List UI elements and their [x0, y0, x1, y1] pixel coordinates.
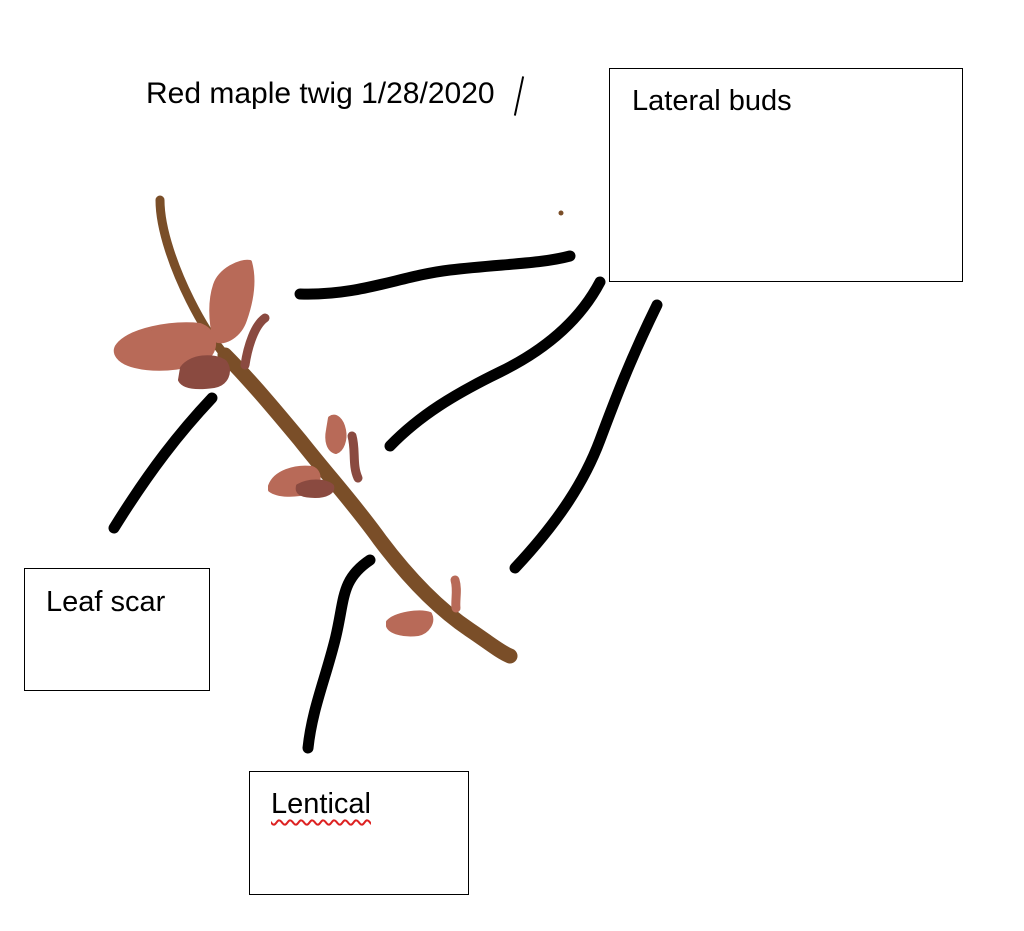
label-leaf-scar: Leaf scar — [46, 586, 166, 618]
buds — [113, 210, 564, 637]
twig-main-stem — [217, 347, 518, 664]
bud-terminal-left — [113, 322, 217, 371]
bud-terminal-upper — [209, 259, 255, 344]
pointer-line-lateral-bud-top — [294, 250, 576, 300]
bud-lower-left — [386, 610, 434, 637]
bud-lower-right — [450, 575, 461, 613]
leaf-scar-middle — [295, 479, 335, 498]
pointer-lines — [108, 250, 663, 754]
pointer-line-lateral-bud-middle — [384, 276, 606, 452]
bud-middle-upper — [325, 414, 347, 454]
label-lentical: Lentical — [271, 788, 371, 820]
label-box-lentical[interactable]: Lentical — [249, 771, 469, 895]
label-lateral-buds: Lateral buds — [632, 85, 792, 117]
pointer-line-lentical — [302, 554, 376, 754]
dot-speck — [558, 210, 564, 216]
label-box-leaf-scar[interactable]: Leaf scar — [24, 568, 210, 691]
pointer-line-lateral-bud-lower — [509, 299, 663, 574]
page-title: Red maple twig 1/28/2020 — [146, 77, 495, 110]
leaf-scar-upper — [178, 355, 230, 390]
bud-middle-right — [347, 431, 363, 483]
label-box-lateral-buds[interactable]: Lateral buds — [609, 68, 963, 282]
pointer-line-leaf-scar — [108, 392, 218, 534]
bud-upper-right-stub — [240, 313, 270, 370]
